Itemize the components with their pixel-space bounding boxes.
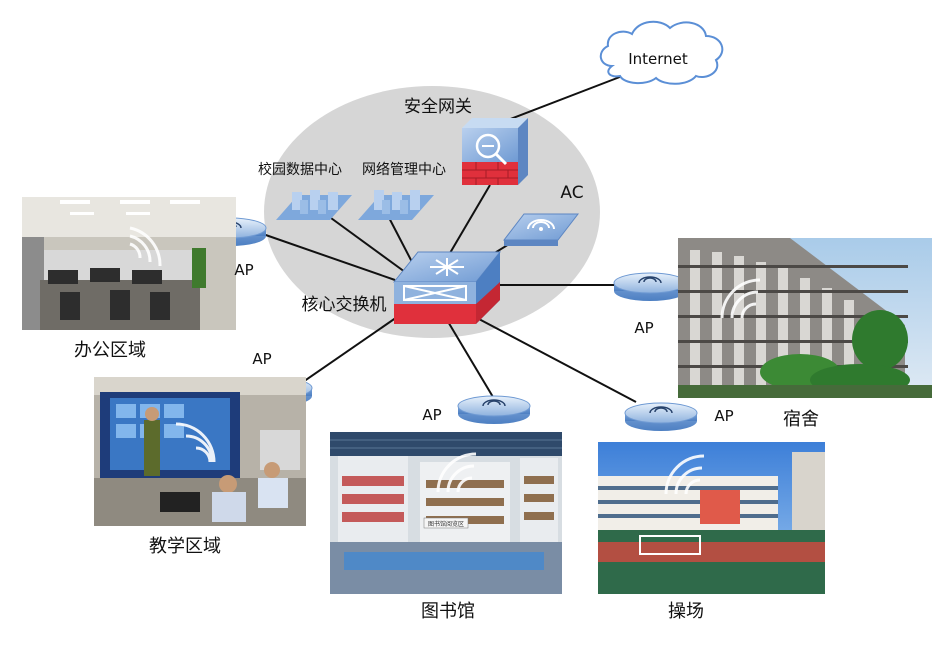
ap-device-dorm bbox=[613, 272, 687, 301]
ap-label-office: AP bbox=[234, 261, 253, 279]
area-label-dorm: 宿舍 bbox=[783, 409, 819, 430]
link-core-library-ap bbox=[446, 319, 494, 398]
datacenter-label: 校园数据中心 bbox=[258, 161, 342, 178]
link-core-playground-ap bbox=[476, 317, 637, 403]
network-management-device bbox=[358, 190, 434, 220]
campus-datacenter-device bbox=[276, 190, 352, 220]
ap-device-playground bbox=[624, 402, 698, 431]
link-core-teaching-ap bbox=[299, 314, 401, 385]
playground-photo bbox=[598, 442, 825, 594]
teaching-photo bbox=[94, 377, 306, 526]
internet-label: Internet bbox=[628, 50, 688, 68]
ap-label-teaching: AP bbox=[252, 350, 271, 368]
core-switch-label: 核心交换机 bbox=[302, 295, 387, 315]
ap-label-playground: AP bbox=[714, 407, 733, 425]
link-core-datacenter bbox=[319, 209, 406, 273]
ap-device-library bbox=[457, 395, 531, 424]
area-label-playground: 操场 bbox=[668, 601, 704, 622]
area-label-library: 图书馆 bbox=[421, 601, 475, 622]
library-sign-text: 图书馆阅览区 bbox=[428, 520, 464, 528]
ap-label-library: AP bbox=[422, 406, 441, 424]
link-core-office-ap bbox=[259, 232, 396, 281]
ac-label: AC bbox=[560, 183, 583, 203]
ap-label-dorm: AP bbox=[634, 319, 653, 337]
ac-controller-device bbox=[502, 213, 580, 246]
internet-cloud bbox=[599, 20, 724, 85]
security-gateway-device bbox=[462, 118, 528, 185]
dorm-photo bbox=[678, 238, 932, 398]
area-label-office: 办公区域 bbox=[74, 340, 146, 361]
magnifier-icon bbox=[475, 133, 501, 159]
gateway-label: 安全网关 bbox=[404, 97, 472, 117]
core-switch-device bbox=[392, 251, 502, 324]
library-photo: 图书馆阅览区 bbox=[330, 432, 562, 594]
area-label-teaching: 教学区域 bbox=[149, 536, 221, 557]
office-photo bbox=[22, 197, 236, 330]
link-core-gateway bbox=[449, 184, 491, 254]
netmgmt-label: 网络管理中心 bbox=[362, 162, 446, 178]
link-gateway-internet bbox=[507, 74, 626, 121]
